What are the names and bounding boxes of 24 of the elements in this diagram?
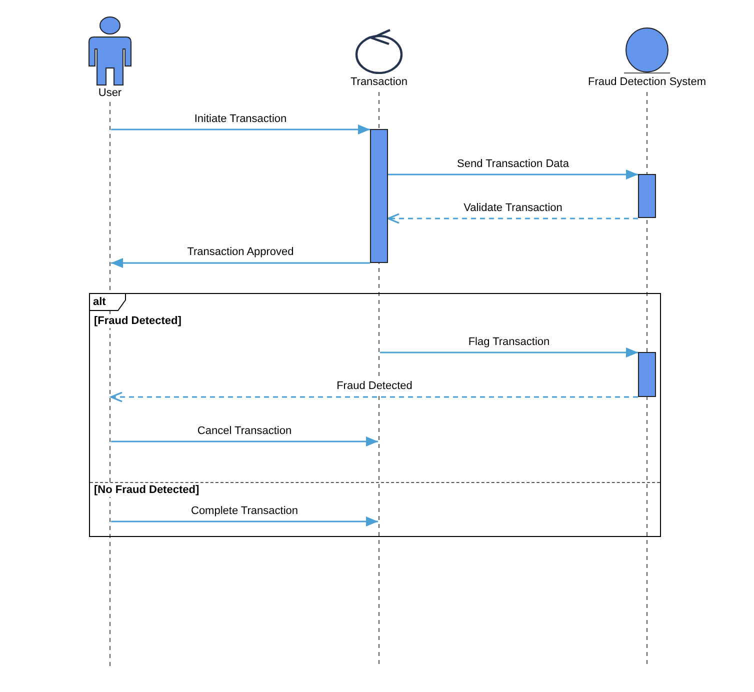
message-label: Fraud Detected <box>336 380 414 393</box>
arrow <box>111 436 378 446</box>
message-label: Initiate Transaction <box>193 112 288 126</box>
activation-bar <box>370 129 388 263</box>
message-label: Cancel Transaction <box>196 424 293 438</box>
message-label: Flag Transaction <box>467 336 551 348</box>
message-label: Transaction Approved <box>186 246 295 259</box>
message-label: Complete Transaction <box>190 504 299 518</box>
guard-condition: [Fraud Detected] <box>93 315 182 328</box>
activation-bar <box>638 352 656 397</box>
arrow <box>111 124 370 134</box>
lifeline <box>109 102 111 668</box>
arrow <box>111 258 370 268</box>
participant-name: Fraud Detection System <box>588 76 706 89</box>
arrow <box>388 170 638 180</box>
activation-bar <box>638 174 656 218</box>
message-label: Validate Transaction <box>462 202 564 214</box>
message-label: Send Transaction Data <box>456 158 570 170</box>
arrow <box>380 348 638 358</box>
dashed-arrow <box>387 213 638 224</box>
fragment-operator: alt <box>89 293 126 311</box>
guard-condition: [No Fraud Detected] <box>93 484 200 497</box>
arrow <box>111 516 378 526</box>
dashed-arrow <box>110 392 638 402</box>
